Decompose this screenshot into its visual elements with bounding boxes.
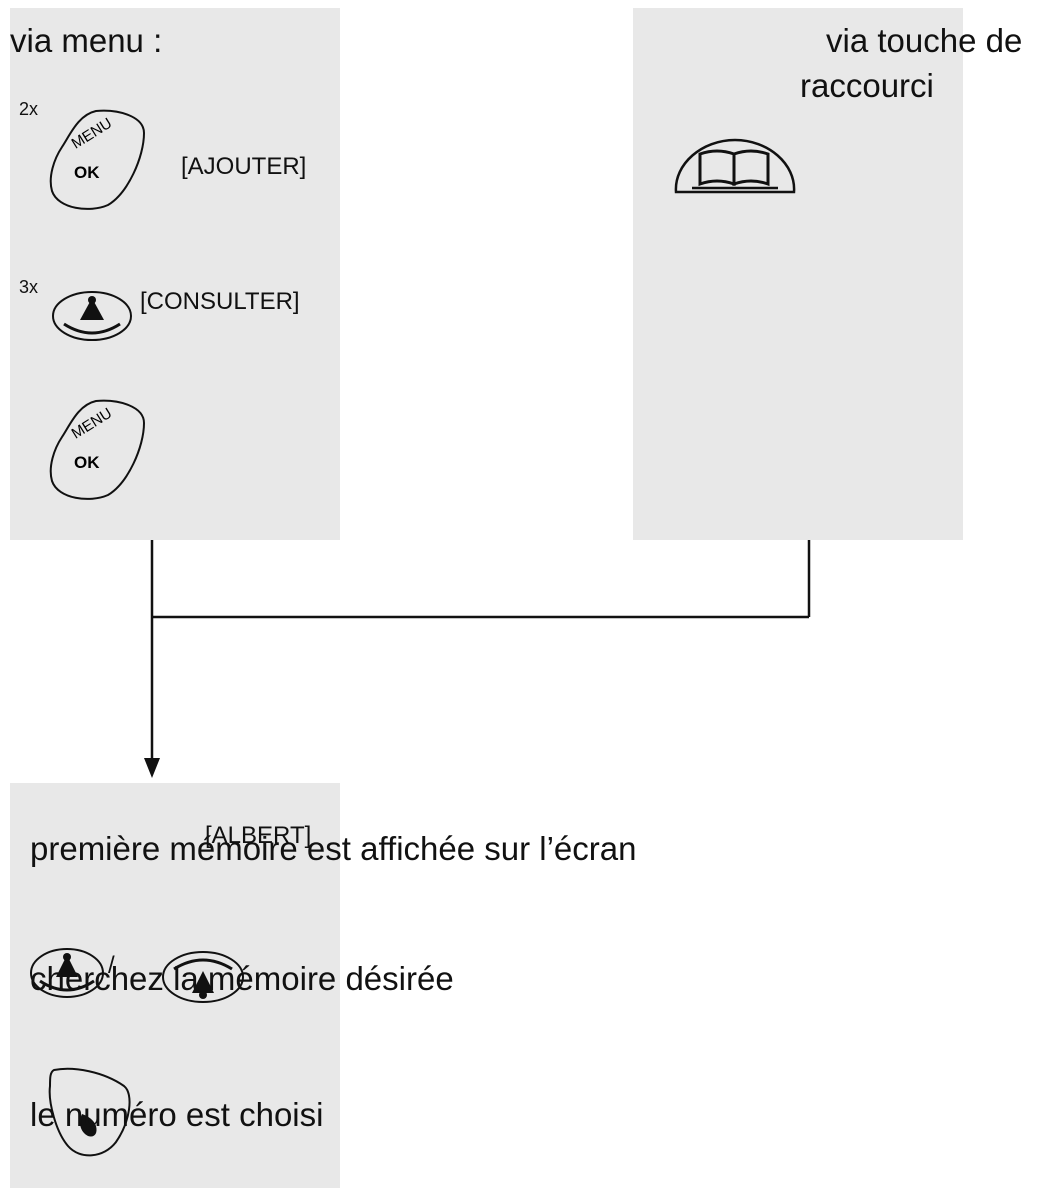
scroll-down-key-icon-2	[30, 948, 104, 998]
ok-key-label: OK	[74, 163, 100, 182]
scroll-down-key-icon	[52, 291, 132, 341]
shortcut-title-line1: via touche de	[826, 22, 1023, 59]
shortcut-title-line2: raccourci	[800, 67, 934, 104]
number-chosen-text: le numéro est choisi	[30, 1096, 324, 1133]
shortcut-path-panel	[633, 8, 963, 540]
key-separator: /	[108, 952, 115, 979]
menu-ok-key-icon: MENU OK	[49, 109, 146, 210]
arrow-down-icon	[144, 758, 160, 778]
consult-option-label: [CONSULTER]	[140, 288, 300, 315]
call-key-icon	[48, 1067, 131, 1157]
menu-ok-key-icon-2: MENU OK	[49, 399, 146, 500]
repeat-count-2x: 2x	[19, 99, 39, 119]
add-option-label: [AJOUTER]	[181, 153, 307, 180]
display-name-label: [ALBERT]	[205, 822, 312, 849]
scroll-up-key-icon	[162, 951, 244, 1003]
menu-path-title: via menu :	[10, 22, 163, 59]
ok-key-label-2: OK	[74, 453, 100, 472]
repeat-count-3x: 3x	[19, 277, 39, 297]
phonebook-key-icon	[674, 138, 796, 194]
search-memory-text: cherchez la mémoire désirée	[30, 960, 454, 997]
first-memory-text: première mémoire est affichée sur l’écra…	[30, 830, 637, 867]
